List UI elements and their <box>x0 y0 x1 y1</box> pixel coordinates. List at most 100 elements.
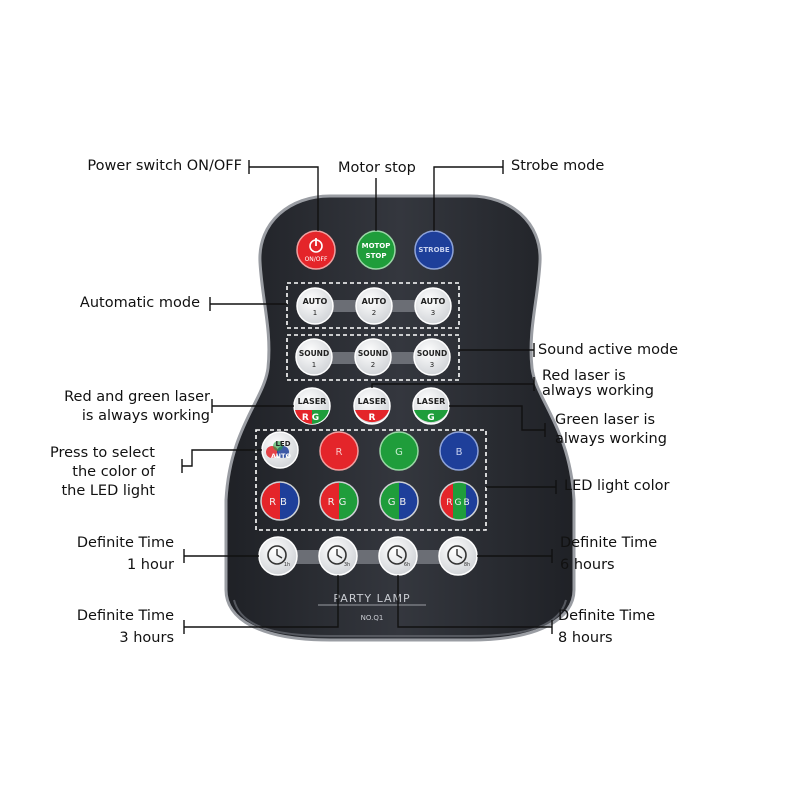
clock-icon <box>447 545 467 565</box>
laser-r-button[interactable]: LASER R <box>353 387 391 425</box>
timer-6h-label: 6h <box>404 562 410 568</box>
sound-2-num: 2 <box>371 361 375 369</box>
auto-1-num: 1 <box>313 309 317 317</box>
laser-rg-label: LASER <box>298 397 327 406</box>
label-time-8h: Definite Time 8 hours <box>558 605 655 649</box>
led-label: LED <box>275 440 290 448</box>
auto-group-frame <box>286 282 460 329</box>
label-red-laser-line-1: Red laser is <box>542 368 626 384</box>
auto-3-num: 3 <box>431 309 435 317</box>
leader-lines <box>181 160 557 634</box>
sound-3-label: SOUND <box>417 349 447 358</box>
color-g-button[interactable]: G <box>379 431 419 471</box>
auto-1-button[interactable]: AUTO 1 <box>296 287 334 325</box>
laser-r-sub: R <box>369 413 376 423</box>
color-group-frame <box>255 429 487 531</box>
label-led-select-line-1: Press to select <box>49 445 155 461</box>
label-time-8h-line-1: Definite Time <box>558 608 656 624</box>
color-rb-label: RB <box>269 497 291 508</box>
timer-8h-label: 8h <box>464 562 470 568</box>
brand-label: PARTY LAMP <box>333 592 410 605</box>
label-led-select-line-2: the color of <box>72 464 155 480</box>
sound-1-num: 1 <box>312 361 316 369</box>
auto-1-label: AUTO <box>303 297 328 306</box>
label-led-select: Press to select the color of the LED lig… <box>50 444 155 501</box>
power-button[interactable]: ON/OFF <box>296 230 336 270</box>
color-r-label: R <box>336 447 343 458</box>
label-motor-stop: Motor stop <box>338 160 416 176</box>
clock-icon <box>267 545 287 565</box>
strobe-button-label: STROBE <box>418 246 449 254</box>
auto-3-label: AUTO <box>421 297 446 306</box>
label-red-green-laser-line-2: is always working <box>81 408 210 424</box>
color-rg-label: RG <box>328 497 351 508</box>
color-b-label: B <box>456 447 463 458</box>
laser-r-label: LASER <box>358 397 387 406</box>
sound-2-label: SOUND <box>358 349 388 358</box>
led-auto-label: AUTO <box>271 452 292 460</box>
label-time-1h-line-1: Definite Time <box>76 535 174 551</box>
timer-3h-button[interactable]: 3h <box>318 536 358 576</box>
clock-icon <box>387 545 407 565</box>
timer-1h-button[interactable]: 1h <box>258 536 298 576</box>
auto-2-button[interactable]: AUTO 2 <box>355 287 393 325</box>
label-time-6h-line-2: 6 hours <box>560 557 615 573</box>
laser-rg-button[interactable]: LASER RG <box>293 387 331 425</box>
motor-stop-button[interactable]: MOTOP STOP <box>356 230 396 270</box>
laser-g-label: LASER <box>417 397 446 406</box>
label-red-laser-line-2: always working <box>542 383 654 399</box>
label-time-1h-line-2: 1 hour <box>126 557 174 573</box>
sound-group-frame <box>286 334 460 381</box>
label-time-3h: Definite Time 3 hours <box>77 605 174 649</box>
sound-1-label: SOUND <box>299 349 329 358</box>
label-time-6h-line-1: Definite Time <box>560 535 658 551</box>
timer-3h-label: 3h <box>344 562 350 568</box>
label-strobe-mode: Strobe mode <box>511 158 605 174</box>
power-button-label: ON/OFF <box>305 256 328 263</box>
label-power-switch: Power switch ON/OFF <box>87 158 242 174</box>
timer-6h-button[interactable]: 6h <box>378 536 418 576</box>
label-automatic-mode: Automatic mode <box>79 295 200 311</box>
led-auto-button[interactable]: LED AUTO <box>261 431 299 469</box>
label-led-select-line-3: the LED light <box>61 483 155 499</box>
color-gb-button[interactable]: GB <box>379 481 419 521</box>
label-green-laser: Green laser is always working <box>555 411 667 449</box>
label-green-laser-line-1: Green laser is <box>555 412 656 428</box>
model-label: NO.Q1 <box>361 614 384 622</box>
color-gb-label: GB <box>388 497 411 508</box>
label-red-laser: Red laser is always working <box>542 369 654 399</box>
sound-3-button[interactable]: SOUND 3 <box>413 338 451 376</box>
label-red-green-laser-line-1: Red and green laser <box>64 389 210 405</box>
label-time-3h-line-1: Definite Time <box>76 608 174 624</box>
label-red-green-laser: Red and green laser is always working <box>64 388 210 426</box>
color-r-button[interactable]: R <box>319 431 359 471</box>
timer-8h-button[interactable]: 8h <box>438 536 478 576</box>
timer-band <box>278 550 458 564</box>
laser-rg-sub: RG <box>302 413 322 423</box>
sound-1-button[interactable]: SOUND 1 <box>295 338 333 376</box>
label-time-6h: Definite Time 6 hours <box>560 532 657 576</box>
laser-g-sub: G <box>427 413 434 423</box>
clock-icon <box>327 545 347 565</box>
motor-stop-label-1: MOTOP <box>362 242 391 250</box>
label-green-laser-line-2: always working <box>555 431 667 447</box>
color-rg-button[interactable]: RG <box>319 481 359 521</box>
laser-g-button[interactable]: LASER G <box>412 387 450 425</box>
auto-3-button[interactable]: AUTO 3 <box>414 287 452 325</box>
label-time-8h-line-2: 8 hours <box>558 630 613 646</box>
color-g-label: G <box>395 447 403 458</box>
sound-2-button[interactable]: SOUND 2 <box>354 338 392 376</box>
color-rgb-button[interactable]: RGB <box>439 481 479 521</box>
timer-1h-label: 1h <box>284 562 290 568</box>
label-led-light-color: LED light color <box>564 478 670 494</box>
motor-stop-label-2: STOP <box>366 252 387 260</box>
label-time-1h: Definite Time 1 hour <box>77 532 174 576</box>
color-b-button[interactable]: B <box>439 431 479 471</box>
color-rb-button[interactable]: RB <box>260 481 300 521</box>
sound-3-num: 3 <box>430 361 434 369</box>
strobe-button[interactable]: STROBE <box>414 230 454 270</box>
color-rgb-label: RGB <box>446 498 471 508</box>
label-sound-active-mode: Sound active mode <box>538 342 679 358</box>
auto-2-label: AUTO <box>362 297 387 306</box>
